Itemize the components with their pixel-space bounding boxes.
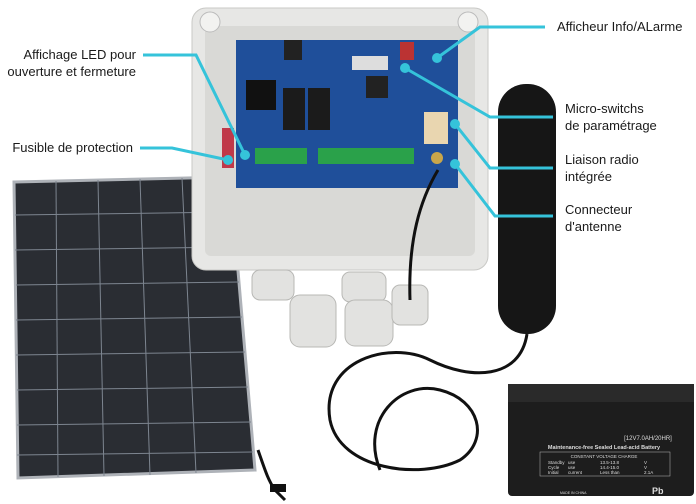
callout-info-display: Afficheur Info/ALarme (557, 18, 683, 35)
callout-text: Connecteur (565, 202, 633, 217)
svg-text:Less than: Less than (600, 470, 620, 475)
battery: [12V7.0AH/20HR] Maintenance-free Sealed … (508, 384, 694, 496)
battery-charge-header: CONSTANT VOLTAGE CHARGE (571, 454, 638, 459)
battery-type: Maintenance-free Sealed Lead-acid Batter… (548, 445, 661, 451)
callout-text: Afficheur Info/ALarme (557, 19, 683, 34)
battery-rating: [12V7.0AH/20HR] (624, 436, 672, 442)
radio-module (424, 112, 448, 144)
svg-text:13.5-13.8: 13.5-13.8 (600, 460, 620, 465)
terminal-block (255, 148, 307, 164)
svg-text:14.4-15.0: 14.4-15.0 (600, 465, 620, 470)
callout-radio: Liaison radio intégrée (565, 151, 639, 185)
info-display (400, 42, 414, 60)
callout-micro-switches: Micro-switchs de paramétrage (565, 100, 657, 134)
svg-text:current: current (568, 470, 583, 475)
antenna (327, 84, 556, 472)
callout-text: Micro-switchs (565, 101, 644, 116)
svg-text:use: use (568, 465, 576, 470)
svg-text:Standby: Standby (548, 460, 565, 465)
battery-made-in: MADE IN CHINA (560, 491, 587, 495)
callout-text: de paramétrage (565, 118, 657, 133)
svg-text:V: V (644, 460, 647, 465)
antenna-connector (431, 152, 443, 164)
callout-text: ouverture et fermeture (7, 64, 136, 79)
callout-text: Liaison radio (565, 152, 639, 167)
callout-led-display: Affichage LED pour ouverture et fermetur… (7, 46, 136, 80)
svg-text:2.1A: 2.1A (644, 470, 653, 475)
micro-switches (352, 56, 388, 70)
battery-pb: Pb (652, 486, 664, 496)
callout-text: Fusible de protection (12, 140, 133, 155)
callout-lines (140, 25, 553, 218)
svg-text:Initial: Initial (548, 470, 559, 475)
svg-text:Cycle: Cycle (548, 465, 560, 470)
callout-text: d'antenne (565, 219, 622, 234)
callout-text: intégrée (565, 169, 612, 184)
callout-antenna-connector: Connecteur d'antenne (565, 201, 632, 235)
callout-text: Affichage LED pour (23, 47, 137, 62)
svg-text:V: V (644, 465, 647, 470)
svg-text:use: use (568, 460, 576, 465)
callout-fuse: Fusible de protection (12, 139, 133, 156)
